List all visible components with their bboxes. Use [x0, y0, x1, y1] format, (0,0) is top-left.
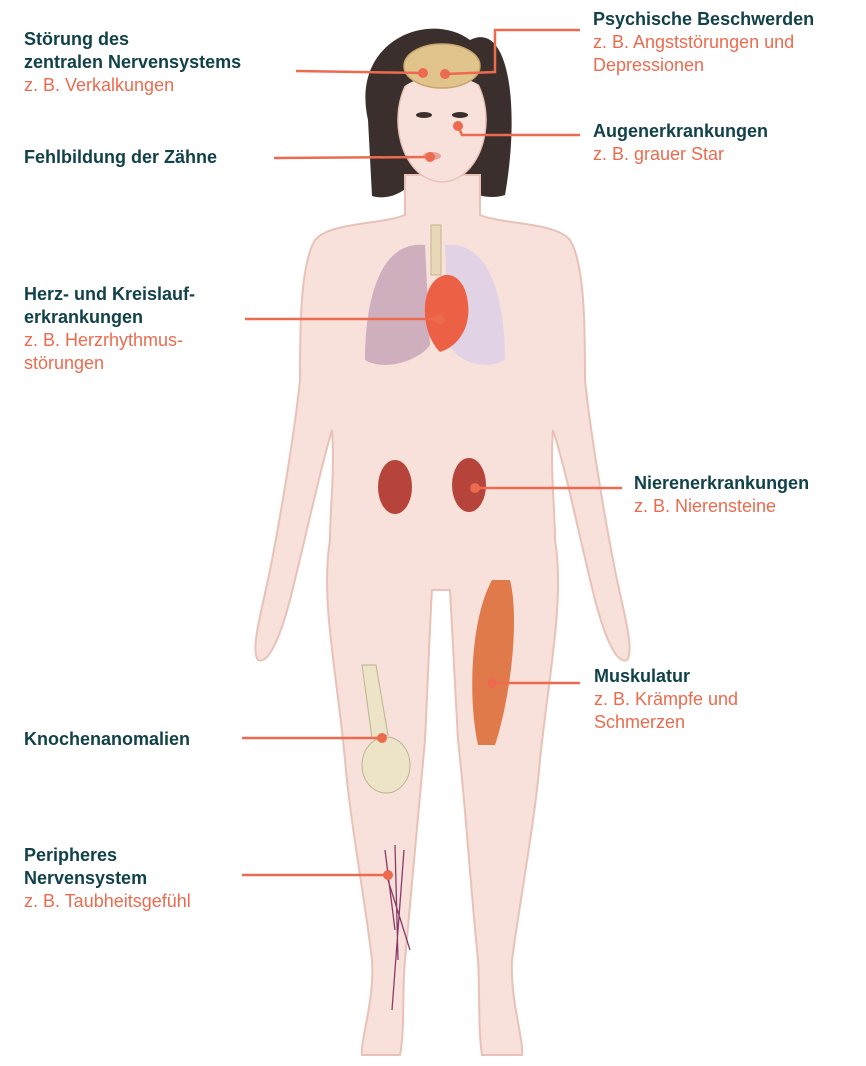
- label-psych: Psychische Beschwerden z. B. Angststörun…: [593, 8, 814, 77]
- label-psych-sub: z. B. Angststörungen und Depressionen: [593, 31, 814, 77]
- label-heart: Herz- und Kreislauf- erkrankungen z. B. …: [24, 283, 195, 375]
- right-eye: [452, 112, 468, 118]
- label-teeth-title: Fehlbildung der Zähne: [24, 146, 217, 169]
- label-bone: Knochenanomalien: [24, 728, 190, 751]
- label-teeth: Fehlbildung der Zähne: [24, 146, 217, 169]
- label-kidney-sub: z. B. Nierensteine: [634, 495, 809, 518]
- left-eye: [416, 112, 432, 118]
- dot-cns: [418, 68, 428, 78]
- brain: [404, 44, 480, 88]
- dot-heart: [435, 314, 445, 324]
- left-kidney: [378, 460, 412, 514]
- label-nerve: Peripheres Nervensystem z. B. Taubheitsg…: [24, 844, 191, 913]
- label-bone-title: Knochenanomalien: [24, 728, 190, 751]
- right-kidney: [452, 458, 486, 512]
- label-heart-title: Herz- und Kreislauf- erkrankungen: [24, 283, 195, 329]
- label-cns-title: Störung des zentralen Nervensystems: [24, 28, 241, 74]
- label-cns: Störung des zentralen Nervensystems z. B…: [24, 28, 241, 97]
- dot-kidney: [470, 483, 480, 493]
- label-kidney: Nierenerkrankungen z. B. Nierensteine: [634, 472, 809, 518]
- dot-muscle: [487, 678, 497, 688]
- label-kidney-title: Nierenerkrankungen: [634, 472, 809, 495]
- label-psych-title: Psychische Beschwerden: [593, 8, 814, 31]
- label-muscle-title: Muskulatur: [594, 665, 738, 688]
- dot-psych: [440, 69, 450, 79]
- dot-bone: [377, 733, 387, 743]
- label-heart-sub: z. B. Herzrhythmus- störungen: [24, 329, 195, 375]
- label-eyes: Augenerkrankungen z. B. grauer Star: [593, 120, 768, 166]
- label-eyes-sub: z. B. grauer Star: [593, 143, 768, 166]
- dot-teeth: [425, 152, 435, 162]
- label-muscle-sub: z. B. Krämpfe und Schmerzen: [594, 688, 738, 734]
- dot-nerve: [383, 870, 393, 880]
- label-eyes-title: Augenerkrankungen: [593, 120, 768, 143]
- label-cns-sub: z. B. Verkalkungen: [24, 74, 241, 97]
- knee: [362, 737, 410, 793]
- label-muscle: Muskulatur z. B. Krämpfe und Schmerzen: [594, 665, 738, 734]
- label-nerve-title: Peripheres Nervensystem: [24, 844, 191, 890]
- leader-teeth: [274, 157, 430, 158]
- dot-eyes: [453, 121, 463, 131]
- trachea: [431, 225, 441, 275]
- label-nerve-sub: z. B. Taubheitsgefühl: [24, 890, 191, 913]
